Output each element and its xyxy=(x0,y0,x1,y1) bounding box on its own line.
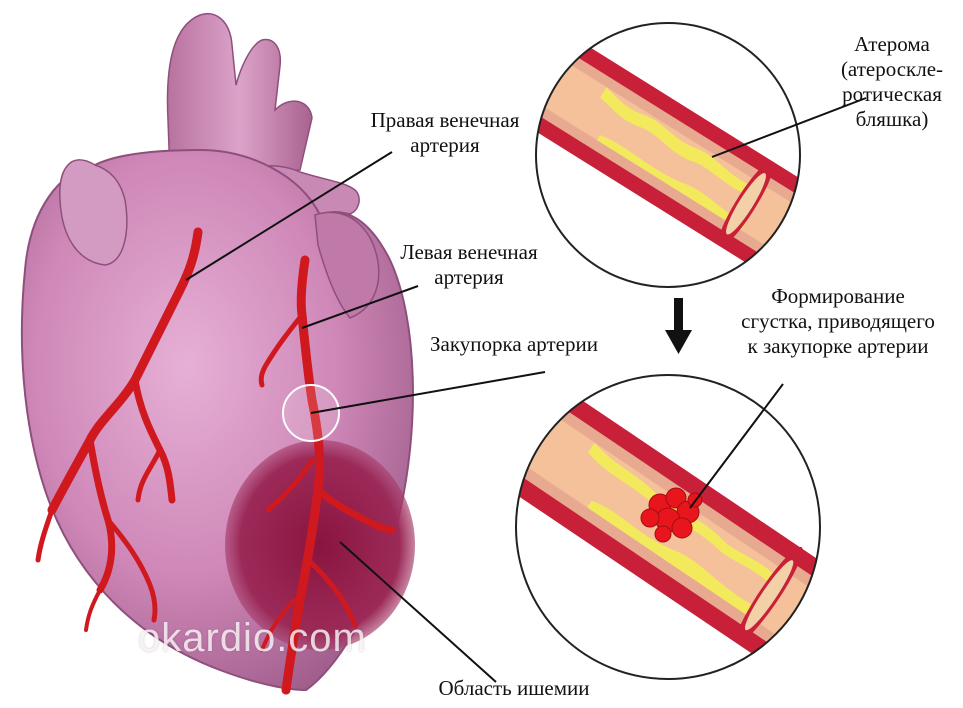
label-right-coronary-line2: артерия xyxy=(350,133,540,158)
label-clot-line3: к закупорке артерии xyxy=(716,334,960,359)
label-atheroma-line4: бляшка) xyxy=(830,107,954,132)
label-atheroma-line2: (атероскле- xyxy=(830,57,954,82)
label-left-coronary-line1: Левая венечная xyxy=(376,240,562,265)
label-clot-line1: Формирование xyxy=(716,284,960,309)
label-blockage: Закупорка артерии xyxy=(406,332,622,357)
label-atheroma: Атерома (атероскле- ротическая бляшка) xyxy=(830,32,954,132)
label-clot-line2: сгустка, приводящего xyxy=(716,309,960,334)
arrow-down-icon xyxy=(665,298,692,354)
label-ischemia-area: Область ишемии xyxy=(416,676,612,701)
label-clot-formation: Формирование сгустка, приводящего к заку… xyxy=(716,284,960,359)
watermark: okardio.com xyxy=(138,616,367,661)
label-left-coronary-line2: артерия xyxy=(376,265,562,290)
clot-inset xyxy=(455,357,910,708)
label-atheroma-line1: Атерома xyxy=(830,32,954,57)
label-atheroma-line3: ротическая xyxy=(830,82,954,107)
label-right-coronary-line1: Правая венечная xyxy=(350,108,540,133)
label-left-coronary-artery: Левая венечная артерия xyxy=(376,240,562,290)
label-right-coronary-artery: Правая венечная артерия xyxy=(350,108,540,158)
